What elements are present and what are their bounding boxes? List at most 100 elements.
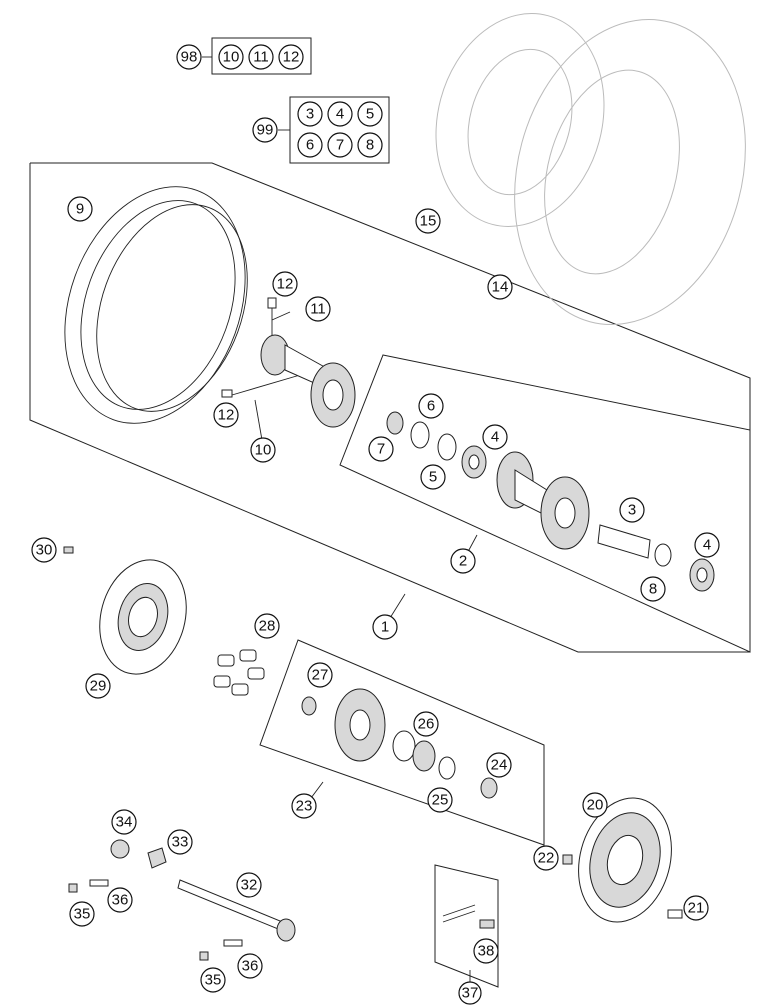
callout-kit99-4: 4 bbox=[327, 101, 353, 127]
svg-text:11: 11 bbox=[310, 301, 326, 318]
callout-24: 24 bbox=[486, 752, 512, 778]
callout-21: 21 bbox=[683, 895, 709, 921]
callout-37: 37 bbox=[458, 981, 482, 1005]
svg-text:6: 6 bbox=[427, 398, 435, 415]
damper-rubbers-28 bbox=[213, 649, 265, 696]
svg-text:98: 98 bbox=[181, 49, 198, 66]
svg-text:5: 5 bbox=[429, 469, 437, 486]
callout-10: 10 bbox=[250, 437, 276, 463]
callout-kit99-8: 8 bbox=[357, 132, 383, 158]
svg-text:38: 38 bbox=[478, 943, 495, 960]
callout-20: 20 bbox=[582, 792, 608, 818]
callout-kit98-11: 11 bbox=[248, 44, 274, 70]
svg-text:10: 10 bbox=[223, 49, 240, 66]
hub-parts bbox=[386, 411, 715, 592]
callout-kit99-3: 3 bbox=[297, 101, 323, 127]
nut-22 bbox=[562, 854, 573, 865]
cush-hub-parts bbox=[301, 688, 498, 799]
svg-text:11: 11 bbox=[253, 49, 269, 66]
callout-7: 7 bbox=[368, 436, 394, 462]
hub-small bbox=[260, 334, 356, 428]
callout-6: 6 bbox=[418, 393, 444, 419]
callout-35-right: 35 bbox=[200, 967, 226, 993]
svg-text:3: 3 bbox=[628, 502, 636, 519]
hub-assembly-frame bbox=[339, 354, 751, 653]
svg-text:99: 99 bbox=[257, 122, 274, 139]
svg-text:37: 37 bbox=[462, 985, 479, 1002]
svg-text:5: 5 bbox=[366, 106, 374, 123]
screw-30 bbox=[63, 546, 74, 554]
svg-text:36: 36 bbox=[112, 892, 129, 909]
svg-text:7: 7 bbox=[377, 441, 385, 458]
callout-22: 22 bbox=[533, 845, 559, 871]
svg-text:34: 34 bbox=[116, 814, 133, 831]
svg-text:21: 21 bbox=[688, 900, 705, 917]
callout-34: 34 bbox=[111, 809, 137, 835]
svg-text:27: 27 bbox=[312, 667, 329, 684]
callout-kit99-6: 6 bbox=[297, 132, 323, 158]
callout-26: 26 bbox=[413, 711, 439, 737]
callout-14: 14 bbox=[487, 274, 513, 300]
svg-text:23: 23 bbox=[296, 798, 313, 815]
chain-37 bbox=[442, 904, 495, 929]
callout-33: 33 bbox=[167, 829, 193, 855]
brake-disc-29 bbox=[99, 559, 187, 675]
svg-text:8: 8 bbox=[649, 581, 657, 598]
callout-11: 11 bbox=[305, 296, 331, 322]
callout-23: 23 bbox=[291, 793, 317, 819]
svg-text:7: 7 bbox=[336, 137, 344, 154]
callout-36-left: 36 bbox=[107, 887, 133, 913]
svg-text:10: 10 bbox=[255, 442, 272, 459]
callout-28: 28 bbox=[254, 613, 280, 639]
callout-5: 5 bbox=[420, 464, 446, 490]
svg-text:25: 25 bbox=[432, 792, 449, 809]
callout-35-left: 35 bbox=[69, 901, 95, 927]
callout-25: 25 bbox=[427, 787, 453, 813]
svg-text:32: 32 bbox=[241, 877, 258, 894]
svg-text:9: 9 bbox=[76, 201, 84, 218]
sprocket-20 bbox=[578, 797, 672, 923]
chain-frame bbox=[434, 864, 499, 988]
tyre-14 bbox=[514, 19, 746, 325]
callout-kit98-10: 10 bbox=[218, 44, 244, 70]
svg-text:3: 3 bbox=[306, 106, 314, 123]
callout-kit99-5: 5 bbox=[357, 101, 383, 127]
kit-99-box bbox=[278, 96, 390, 164]
svg-text:29: 29 bbox=[90, 678, 107, 695]
svg-text:12: 12 bbox=[277, 276, 294, 293]
callout-kit98-12: 12 bbox=[278, 44, 304, 70]
callout-99: 99 bbox=[252, 117, 278, 143]
callout-30: 30 bbox=[31, 537, 57, 563]
kit-98-box bbox=[202, 37, 312, 75]
svg-text:35: 35 bbox=[74, 906, 91, 923]
svg-text:12: 12 bbox=[283, 49, 300, 66]
adjuster-parts bbox=[68, 839, 243, 961]
svg-text:33: 33 bbox=[172, 834, 189, 851]
svg-text:4: 4 bbox=[491, 429, 499, 446]
callout-38: 38 bbox=[473, 938, 499, 964]
callout-8: 8 bbox=[640, 576, 666, 602]
callout-4-lower: 4 bbox=[694, 532, 720, 558]
svg-text:30: 30 bbox=[36, 542, 53, 559]
callout-4-upper: 4 bbox=[482, 424, 508, 450]
callout-3: 3 bbox=[619, 497, 645, 523]
callout-15: 15 bbox=[415, 208, 441, 234]
callout-32: 32 bbox=[236, 872, 262, 898]
svg-text:6: 6 bbox=[306, 137, 314, 154]
callout-1: 1 bbox=[372, 614, 398, 640]
svg-text:1: 1 bbox=[381, 619, 389, 636]
callout-12-upper: 12 bbox=[272, 271, 298, 297]
callout-98: 98 bbox=[176, 44, 202, 70]
svg-text:36: 36 bbox=[242, 958, 259, 975]
svg-text:8: 8 bbox=[366, 137, 374, 154]
svg-text:14: 14 bbox=[492, 279, 509, 296]
tube-15 bbox=[435, 13, 605, 227]
callout-36-right: 36 bbox=[237, 953, 263, 979]
svg-text:24: 24 bbox=[491, 757, 508, 774]
svg-text:12: 12 bbox=[218, 407, 235, 424]
svg-text:20: 20 bbox=[587, 797, 604, 814]
callout-27: 27 bbox=[307, 662, 333, 688]
callout-29: 29 bbox=[85, 673, 111, 699]
callout-2: 2 bbox=[450, 548, 476, 574]
